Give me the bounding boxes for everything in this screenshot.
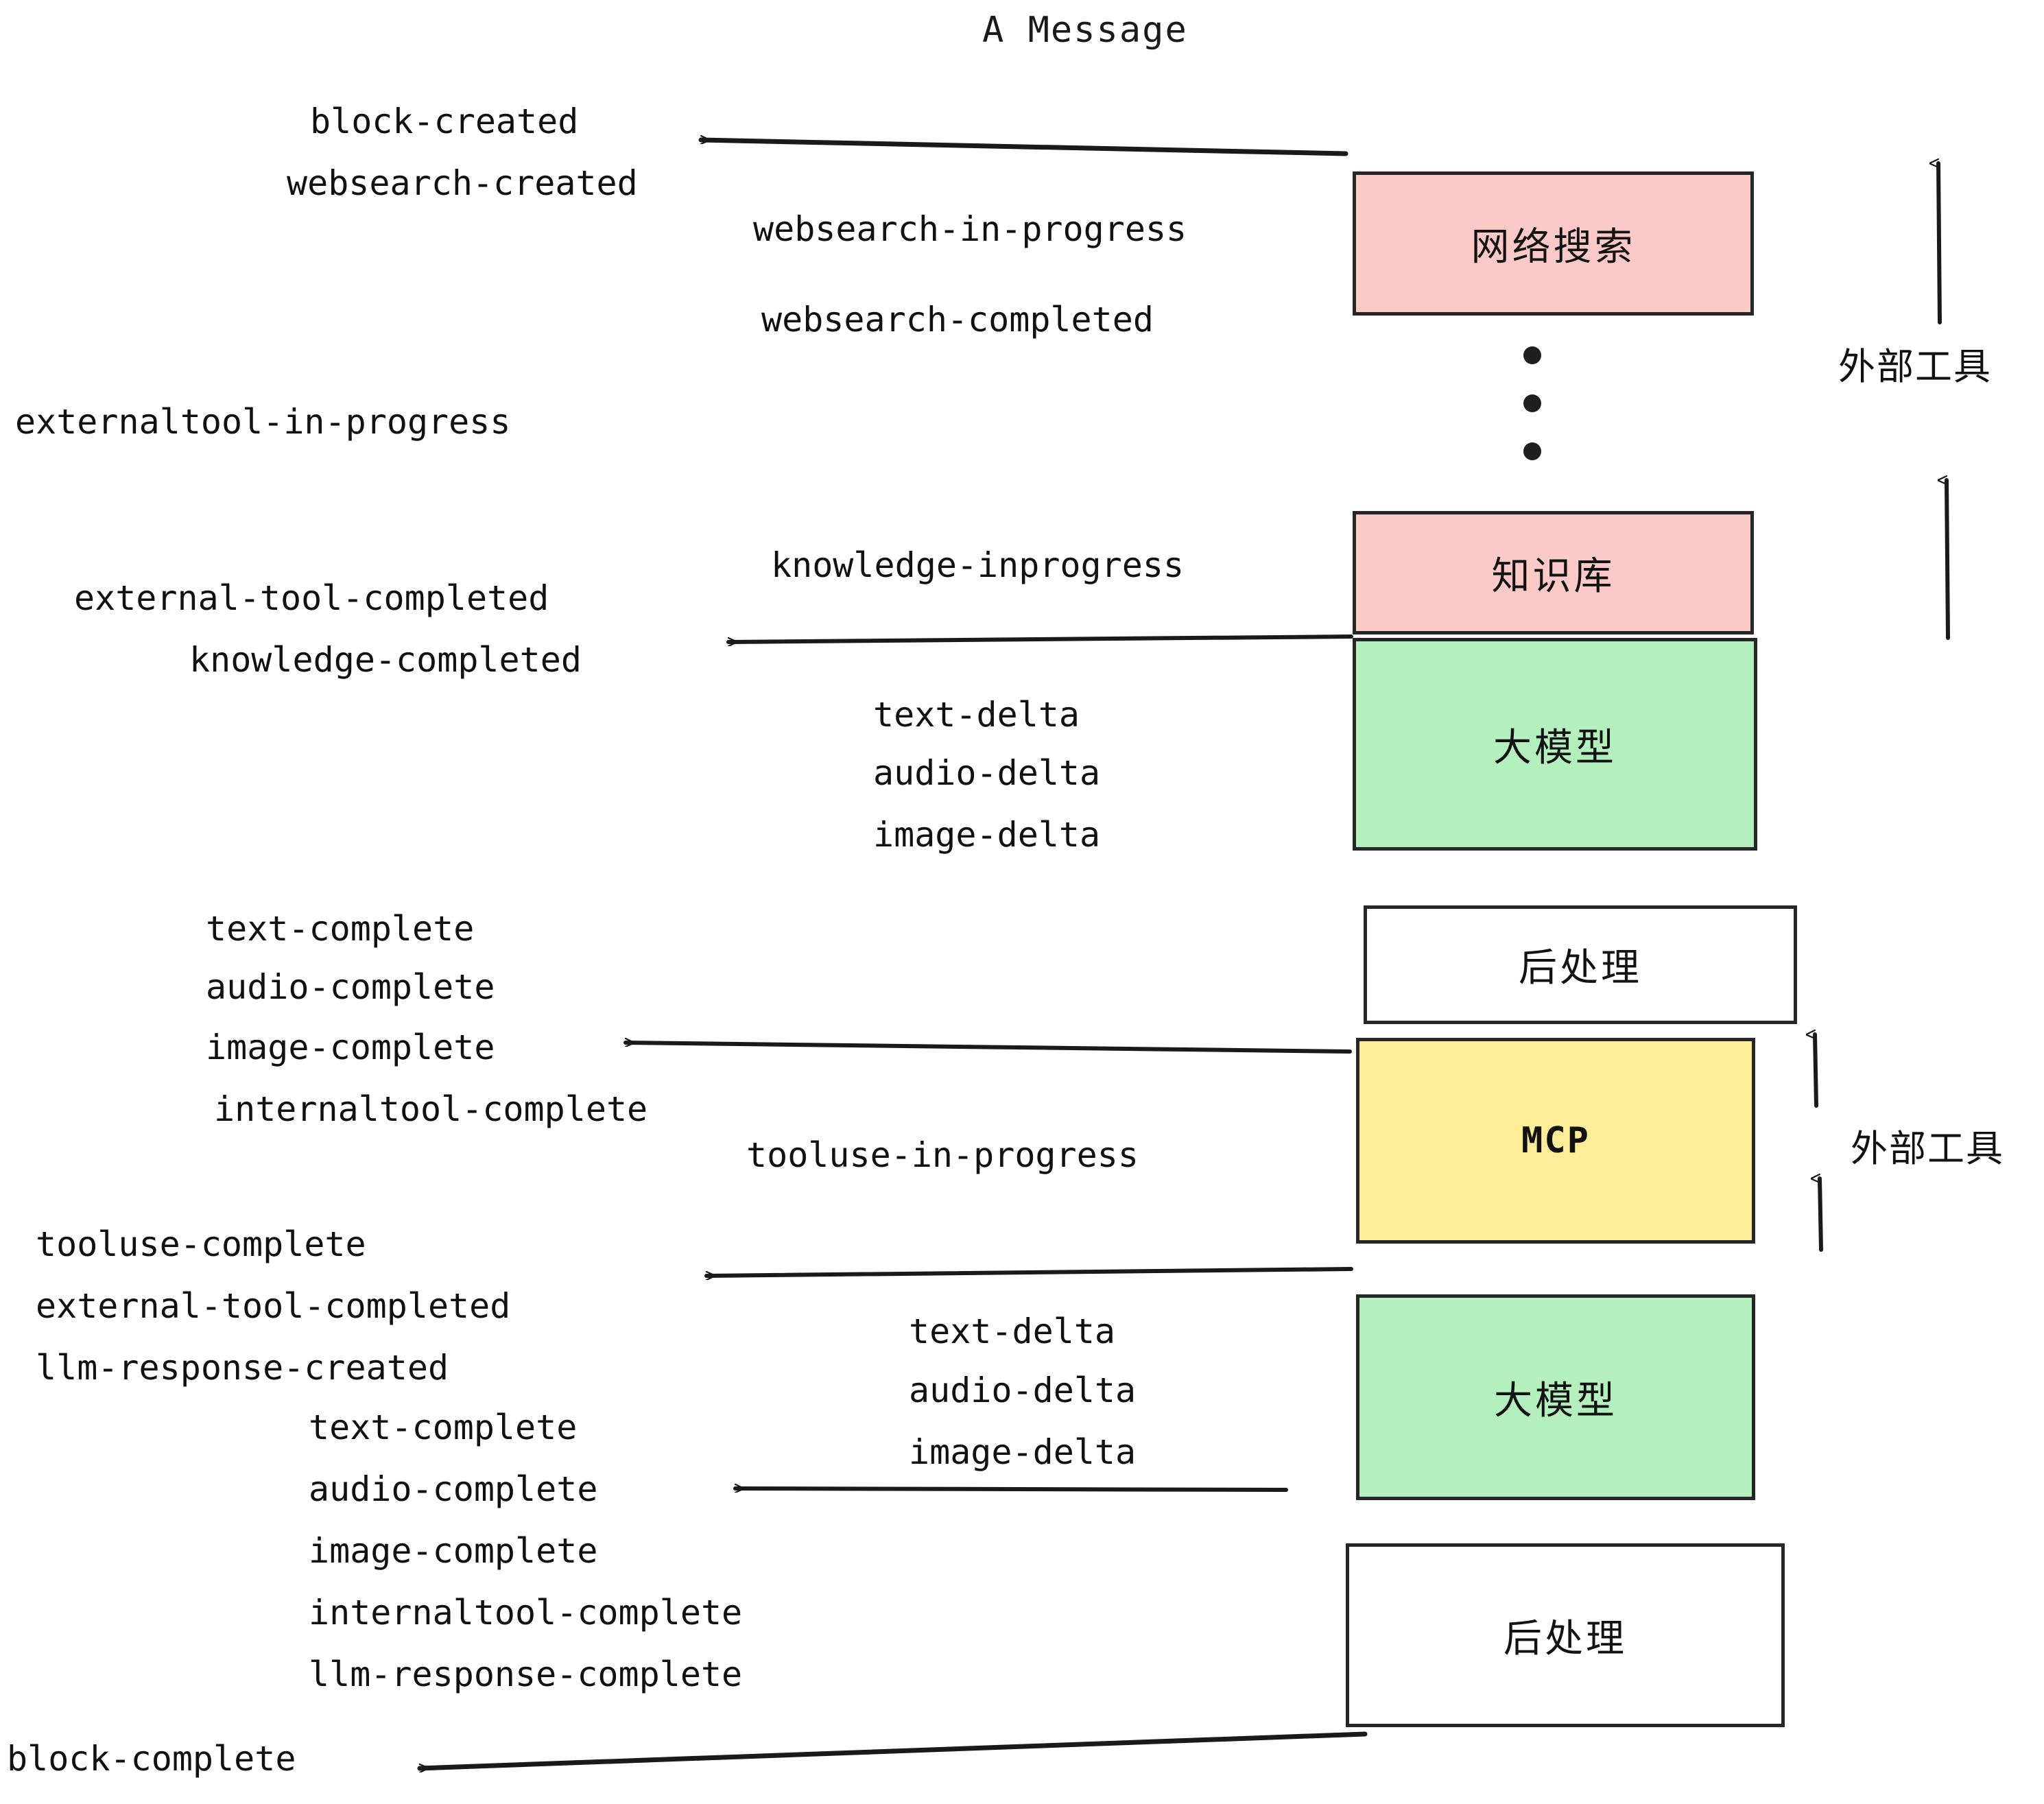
arrow-websearch-to-created (698, 140, 1348, 156)
event-audio-delta-2: audio-delta (909, 1370, 1137, 1410)
event-image-complete-1: image-complete (206, 1028, 495, 1067)
event-tooluse-complete: tooluse-complete (36, 1224, 366, 1264)
event-text-delta-1: text-delta (873, 695, 1080, 735)
node-postprocess-1-label: 后处理 (1519, 946, 1642, 990)
ellipsis-dot-3 (1523, 442, 1541, 460)
event-block-complete: block-complete (7, 1739, 296, 1779)
arrow-postprocess2-to-block-complete (417, 1731, 1368, 1768)
event-internaltool-complete-1: internaltool-complete (214, 1089, 648, 1129)
external-tools-label-top: 外部工具 (1838, 345, 1992, 388)
node-mcp-label: MCP (1521, 1120, 1590, 1161)
event-audio-delta-1: audio-delta (873, 753, 1101, 793)
event-websearch-in-progress: websearch-in-progress (753, 209, 1187, 249)
node-knowledge: 知识库 (1353, 511, 1754, 634)
node-mcp: MCP (1356, 1038, 1755, 1244)
arrow-llm1-to-complete (623, 1043, 1352, 1054)
node-postprocess-2: 后处理 (1346, 1543, 1785, 1727)
node-llm-1: 大模型 (1353, 638, 1757, 851)
event-internaltool-complete-2: internaltool-complete (309, 1593, 743, 1633)
event-text-delta-2: text-delta (909, 1312, 1116, 1351)
event-websearch-created: websearch-created (287, 163, 638, 203)
ellipsis-dot-1 (1523, 346, 1541, 364)
event-llm-response-complete: llm-response-complete (309, 1654, 743, 1694)
event-llm-response-created: llm-response-created (36, 1348, 449, 1388)
arrow-llm2-to-audio-complete (733, 1488, 1288, 1490)
node-llm-2-label: 大模型 (1494, 1378, 1617, 1423)
event-image-delta-1: image-delta (873, 815, 1101, 855)
event-image-complete-2: image-complete (309, 1531, 598, 1571)
event-tooluse-in-progress: tooluse-in-progress (746, 1135, 1139, 1175)
node-llm-2: 大模型 (1356, 1294, 1755, 1500)
node-knowledge-label: 知识库 (1491, 554, 1615, 599)
node-postprocess-2-label: 后处理 (1504, 1616, 1627, 1661)
event-text-complete-1: text-complete (206, 909, 475, 949)
event-block-created: block-created (310, 102, 579, 141)
event-knowledge-completed: knowledge-completed (189, 640, 582, 680)
external-tools-bracket-bottom (1815, 1034, 1823, 1252)
ellipsis-dot-2 (1523, 394, 1541, 412)
node-websearch-label: 网络搜索 (1471, 224, 1636, 270)
arrow-mcp-to-tooluse-complete (704, 1267, 1353, 1276)
diagram-title: A Message (982, 10, 1188, 51)
event-audio-complete-2: audio-complete (309, 1469, 598, 1509)
external-tools-bracket-top (1938, 163, 1950, 640)
event-text-complete-2: text-complete (309, 1408, 578, 1447)
event-externaltool-in-progress: externaltool-in-progress (15, 402, 511, 442)
event-image-delta-2: image-delta (909, 1432, 1137, 1472)
external-tools-label-bottom: 外部工具 (1851, 1127, 2004, 1170)
arrow-knowledge-to-completed (726, 634, 1353, 642)
event-audio-complete-1: audio-complete (206, 967, 495, 1007)
event-external-tool-completed-1: external-tool-completed (74, 578, 549, 618)
event-external-tool-completed-2: external-tool-completed (36, 1286, 511, 1326)
node-postprocess-1: 后处理 (1364, 905, 1797, 1024)
node-llm-1-label: 大模型 (1493, 725, 1617, 770)
event-knowledge-inprogress: knowledge-inprogress (771, 545, 1185, 585)
node-websearch: 网络搜索 (1353, 171, 1754, 316)
event-websearch-completed: websearch-completed (761, 300, 1154, 340)
